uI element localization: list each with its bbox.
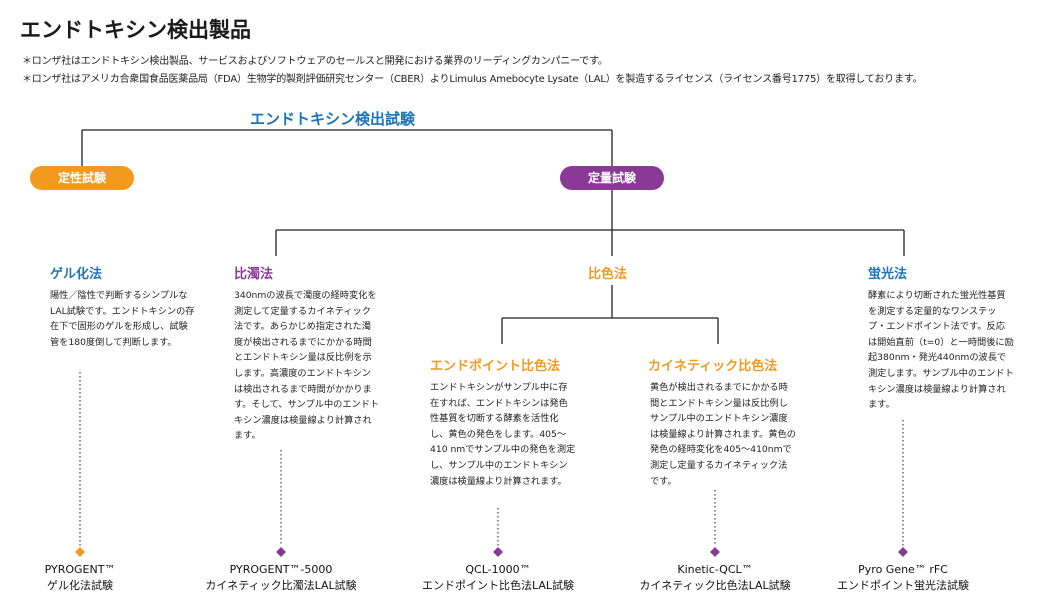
marker-endpoint-diamond — [493, 547, 503, 557]
marker-fluorescent-diamond — [898, 547, 908, 557]
product-fluorescent-name: Pyro Gene™ rFC — [858, 563, 948, 576]
product-turbidimetric-type: カイネティック比濁法LAL試験 — [205, 579, 357, 592]
turbidimetric-method-title: 比濁法 — [234, 267, 274, 282]
qualitative-pill: 定性試験 — [30, 166, 134, 190]
endpoint-method-desc: エンドトキシンがサンプル中に存在すれば、エンドトキシンは発色性基質を切断する酵素… — [430, 382, 576, 487]
note-1: ＊ロンザ社はエンドトキシン検出製品、サービスおよびソフトウェアのセールスと開発に… — [22, 56, 608, 67]
tree-root-title: エンドトキシン検出試験 — [250, 110, 416, 128]
fluorescent-method-desc: 酵素により切断された蛍光性基質を測定する定量的なワンステップ・エンドポイント法で… — [868, 290, 1014, 411]
product-gel: PYROGENT™ ゲル化法試験 — [0, 562, 160, 594]
gel-method-desc: 陽性／陰性で判断するシンプルなLAL試験です。エンドトキシンの存在下で固形のゲル… — [50, 290, 195, 348]
product-endpoint-type: エンドポイント比色法LAL試験 — [421, 579, 575, 592]
product-fluorescent: Pyro Gene™ rFC エンドポイント蛍光法試験 — [818, 562, 988, 594]
fluorescent-method-title: 蛍光法 — [868, 267, 908, 282]
gel-method-title: ゲル化法 — [50, 267, 103, 282]
marker-kinetic-diamond — [710, 547, 720, 557]
product-kinetic: Kinetic-QCL™ カイネティック比色法LAL試験 — [620, 562, 810, 594]
product-turbidimetric: PYROGENT™-5000 カイネティック比濁法LAL試験 — [186, 562, 376, 594]
product-kinetic-type: カイネティック比色法LAL試験 — [639, 579, 791, 592]
product-endpoint: QCL-1000™ エンドポイント比色法LAL試験 — [403, 562, 593, 594]
marker-gel-diamond — [75, 547, 85, 557]
product-endpoint-name: QCL-1000™ — [465, 563, 531, 576]
kinetic-method-desc: 黄色が検出されるまでにかかる時間とエンドトキシン量は反比例しサンプル中のエンドト… — [650, 382, 796, 487]
note-2: ＊ロンザ社はアメリカ合衆国食品医薬品局（FDA）生物学的製剤評価研究センター（C… — [22, 74, 923, 85]
product-gel-name: PYROGENT™ — [44, 563, 116, 576]
marker-turbidimetric-diamond — [276, 547, 286, 557]
kinetic-method-title: カイネティック比色法 — [648, 359, 778, 374]
endpoint-method-title: エンドポイント比色法 — [430, 359, 561, 374]
quantitative-pill: 定量試験 — [560, 166, 664, 190]
product-gel-type: ゲル化法試験 — [47, 579, 113, 592]
product-fluorescent-type: エンドポイント蛍光法試験 — [837, 579, 969, 592]
turbidimetric-method-desc: 340nmの波長で濁度の経時変化を測定して定量するカイネティック法です。あらかじ… — [234, 290, 380, 442]
chromogenic-method-title: 比色法 — [588, 267, 628, 282]
product-kinetic-name: Kinetic-QCL™ — [677, 563, 753, 576]
page-title: エンドトキシン検出製品 — [20, 18, 251, 42]
product-turbidimetric-name: PYROGENT™-5000 — [229, 563, 333, 576]
